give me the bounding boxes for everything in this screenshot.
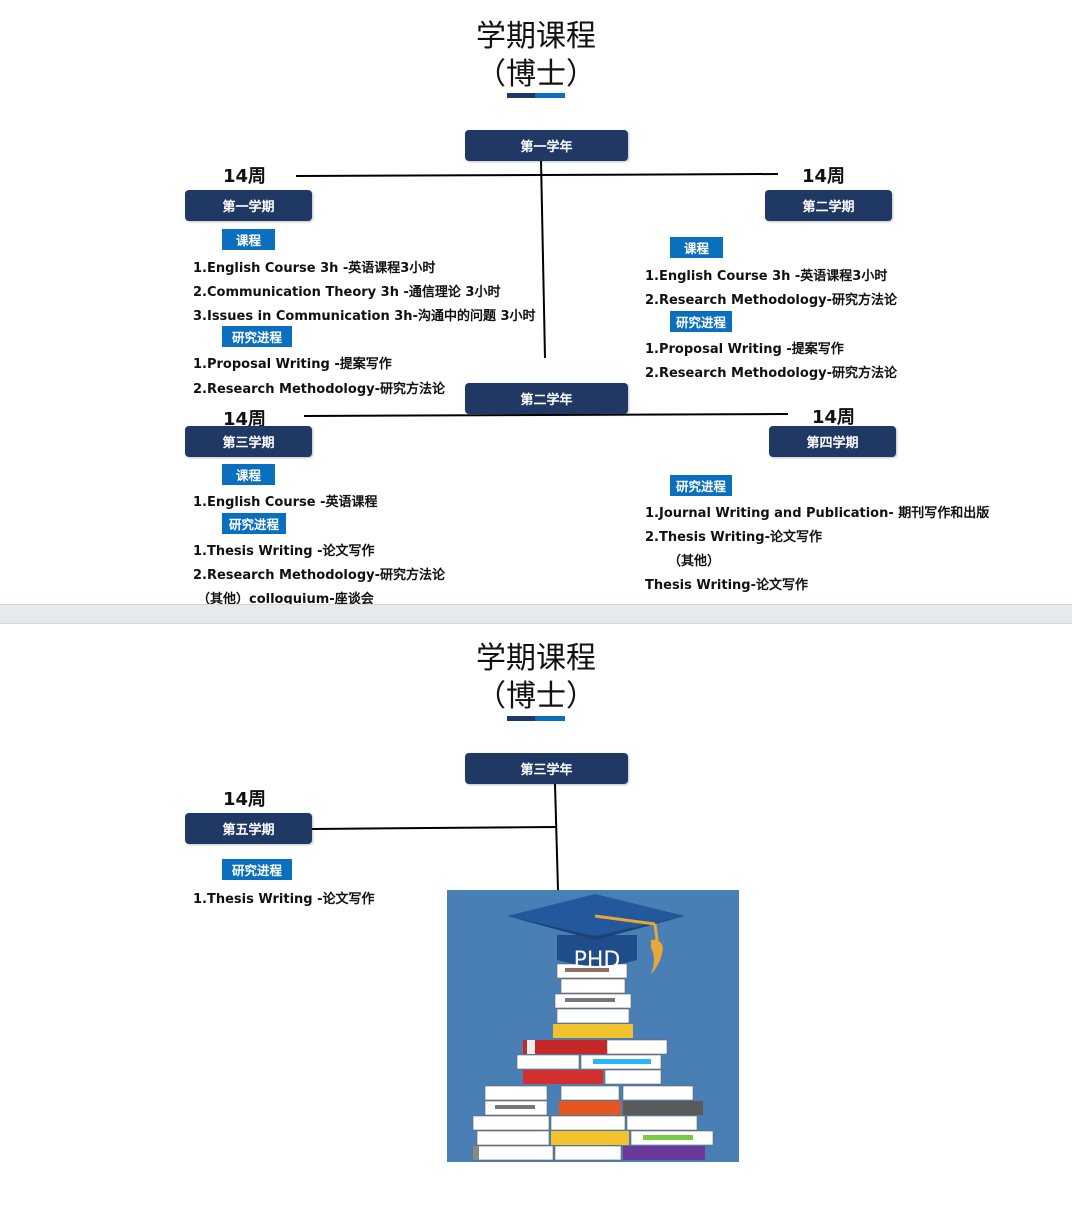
sem4-research-3: （其他） — [668, 554, 721, 569]
title-underline-blue — [535, 93, 565, 98]
sem2-research-2: 2.Research Methodology-研究方法论 — [645, 366, 897, 381]
sem5-weeks: 14周 — [223, 789, 267, 810]
page-separator — [0, 604, 1072, 624]
sem3-weeks: 14周 — [223, 409, 267, 430]
year1-horizontal-line — [295, 173, 779, 177]
sem4-research-tag: 研究进程 — [670, 475, 732, 496]
year2-box: 第二学年 — [465, 383, 628, 414]
year2-horizontal-line — [303, 413, 789, 417]
title-underline-blue — [535, 716, 565, 721]
sem3-research-3: （其他）colloquium-座谈会 — [197, 592, 374, 604]
sem2-box: 第二学期 — [765, 190, 892, 221]
year1-vertical-line — [540, 159, 546, 359]
sem1-research-tag: 研究进程 — [222, 326, 292, 347]
phd-label: PHD — [574, 948, 621, 973]
graduation-cap-icon — [507, 894, 685, 974]
page-2: 学期课程 （博士） 第三学年 14周 第五学期 研究进程 1.Thesis Wr… — [0, 624, 1072, 1207]
sem3-research-2: 2.Research Methodology-研究方法论 — [193, 568, 445, 583]
connector-lines — [295, 159, 789, 417]
sem2-research-1: 1.Proposal Writing -提案写作 — [645, 342, 844, 357]
year3-box: 第三学年 — [465, 753, 628, 784]
sem4-box: 第四学期 — [769, 426, 896, 457]
connector-lines — [311, 783, 559, 891]
page-title: 学期课程 — [476, 641, 596, 676]
year3-horizontal-line — [311, 826, 557, 830]
year3-vertical-line — [554, 783, 559, 891]
page-subtitle: （博士） — [476, 57, 596, 92]
sem1-course-3: 3.Issues in Communication 3h-沟通中的问题 3小时 — [193, 309, 536, 324]
sem1-weeks: 14周 — [223, 166, 267, 187]
sem1-course-tag: 课程 — [222, 229, 275, 250]
sem5-research-1: 1.Thesis Writing -论文写作 — [193, 892, 375, 907]
sem1-box: 第一学期 — [185, 190, 312, 221]
year1-box: 第一学年 — [465, 130, 628, 161]
sem2-research-tag: 研究进程 — [670, 311, 732, 332]
sem4-research-4: Thesis Writing-论文写作 — [645, 578, 809, 593]
sem3-course-tag: 课程 — [222, 464, 275, 485]
title-underline-dark — [507, 716, 535, 721]
sem2-course-1: 1.English Course 3h -英语课程3小时 — [645, 269, 888, 284]
sem2-course-tag: 课程 — [670, 237, 723, 258]
phd-books-illustration: PHD — [447, 890, 739, 1162]
sem2-course-2: 2.Research Methodology-研究方法论 — [645, 293, 897, 308]
sem2-weeks: 14周 — [802, 166, 846, 187]
sem1-research-2: 2.Research Methodology-研究方法论 — [193, 382, 445, 397]
page-subtitle: （博士） — [476, 679, 596, 714]
sem5-research-tag: 研究进程 — [222, 859, 292, 880]
sem3-course-1: 1.English Course -英语课程 — [193, 495, 378, 510]
sem1-research-1: 1.Proposal Writing -提案写作 — [193, 357, 392, 372]
sem5-box: 第五学期 — [185, 813, 312, 844]
page-1: 学期课程 （博士） 第一学年 14周 14周 第一学期 第二学期 课程 1.En… — [185, 19, 990, 604]
books-stack — [472, 963, 714, 1161]
sem4-research-2: 2.Thesis Writing-论文写作 — [645, 530, 822, 545]
page-title: 学期课程 — [476, 19, 596, 54]
sem4-research-1: 1.Journal Writing and Publication- 期刊写作和… — [645, 506, 990, 521]
sem3-research-1: 1.Thesis Writing -论文写作 — [193, 544, 375, 559]
sem3-research-tag: 研究进程 — [222, 513, 286, 534]
title-underline-dark — [507, 93, 535, 98]
sem4-weeks: 14周 — [812, 407, 856, 428]
sem1-course-1: 1.English Course 3h -英语课程3小时 — [193, 261, 436, 276]
sem1-course-2: 2.Communication Theory 3h -通信理论 3小时 — [193, 285, 501, 300]
sem3-box: 第三学期 — [185, 426, 312, 457]
